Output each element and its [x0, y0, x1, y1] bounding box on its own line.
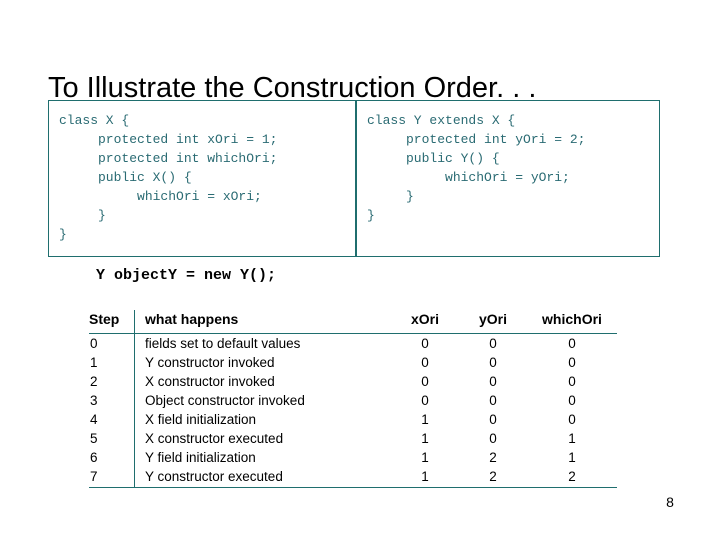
table-row: 7 Y constructor executed 1 2 2	[89, 467, 617, 488]
code-line: }	[367, 208, 375, 223]
cell-step: 5	[89, 429, 135, 448]
code-line: class X {	[59, 113, 130, 128]
table-row: 0 fields set to default values 0 0 0	[89, 333, 617, 353]
cell-step: 3	[89, 391, 135, 410]
cell-y-ori: 2	[489, 450, 497, 465]
cell-which-ori: 0	[568, 393, 576, 408]
table-row: 5 X constructor executed 1 0 1	[89, 429, 617, 448]
column-header-which-ori: whichOri	[527, 310, 617, 334]
code-line: public X() {	[59, 170, 192, 185]
code-line: class Y extends X {	[367, 113, 516, 128]
code-line: whichOri = xOri;	[59, 189, 262, 204]
table-row: 1 Y constructor invoked 0 0 0	[89, 353, 617, 372]
column-header-x-ori: xOri	[391, 310, 459, 334]
table-row: 4 X field initialization 1 0 0	[89, 410, 617, 429]
cell-what: Object constructor invoked	[145, 393, 305, 408]
cell-x-ori: 0	[421, 355, 429, 370]
cell-x-ori: 1	[421, 450, 429, 465]
cell-step: 7	[89, 467, 135, 488]
cell-which-ori: 0	[568, 412, 576, 427]
code-line: protected int xOri = 1;	[59, 132, 278, 147]
cell-step: 6	[89, 448, 135, 467]
cell-what: Y constructor invoked	[145, 355, 275, 370]
cell-x-ori: 0	[421, 336, 429, 351]
cell-y-ori: 2	[459, 467, 527, 488]
code-line: }	[59, 227, 67, 242]
cell-y-ori: 0	[489, 393, 497, 408]
page-title: To Illustrate the Construction Order. . …	[48, 72, 537, 105]
cell-step: 1	[89, 353, 135, 372]
code-box-class-x: class X { protected int xOri = 1; protec…	[48, 100, 356, 257]
cell-x-ori: 1	[421, 431, 429, 446]
table-row: 6 Y field initialization 1 2 1	[89, 448, 617, 467]
cell-x-ori: 0	[421, 374, 429, 389]
column-header-step: Step	[89, 310, 135, 334]
construction-trace-table: Step what happens xOri yOri whichOri 0 f…	[89, 310, 617, 488]
code-line: whichOri = yOri;	[367, 170, 570, 185]
instantiation-statement: Y objectY = new Y();	[96, 267, 277, 284]
page-number: 8	[666, 494, 674, 510]
cell-which-ori: 0	[568, 336, 576, 351]
cell-which-ori: 1	[568, 450, 576, 465]
column-header-what: what happens	[134, 310, 391, 334]
cell-what: Y field initialization	[145, 450, 256, 465]
cell-y-ori: 0	[489, 412, 497, 427]
cell-x-ori: 1	[391, 467, 459, 488]
cell-what: X constructor executed	[145, 431, 284, 446]
cell-y-ori: 0	[489, 374, 497, 389]
code-line: protected int yOri = 2;	[367, 132, 586, 147]
cell-what: fields set to default values	[145, 336, 301, 351]
cell-which-ori: 1	[568, 431, 576, 446]
cell-step: 0	[89, 333, 135, 353]
cell-y-ori: 0	[489, 336, 497, 351]
cell-y-ori: 0	[489, 431, 497, 446]
table-row: 2 X constructor invoked 0 0 0	[89, 372, 617, 391]
code-comparison: class X { protected int xOri = 1; protec…	[48, 100, 660, 257]
cell-x-ori: 1	[421, 412, 429, 427]
code-line: public Y() {	[367, 151, 500, 166]
cell-step: 2	[89, 372, 135, 391]
code-line: protected int whichOri;	[59, 151, 278, 166]
column-header-y-ori: yOri	[459, 310, 527, 334]
cell-which-ori: 0	[568, 374, 576, 389]
cell-what: X constructor invoked	[145, 374, 275, 389]
cell-y-ori: 0	[489, 355, 497, 370]
code-line: }	[367, 189, 414, 204]
table-header-row: Step what happens xOri yOri whichOri	[89, 310, 617, 334]
cell-step: 4	[89, 410, 135, 429]
cell-what: Y constructor executed	[134, 467, 391, 488]
table-row: 3 Object constructor invoked 0 0 0	[89, 391, 617, 410]
code-line: }	[59, 208, 106, 223]
code-box-class-y: class Y extends X { protected int yOri =…	[356, 100, 660, 257]
cell-what: X field initialization	[145, 412, 257, 427]
cell-x-ori: 0	[421, 393, 429, 408]
cell-which-ori: 0	[568, 355, 576, 370]
cell-which-ori: 2	[527, 467, 617, 488]
